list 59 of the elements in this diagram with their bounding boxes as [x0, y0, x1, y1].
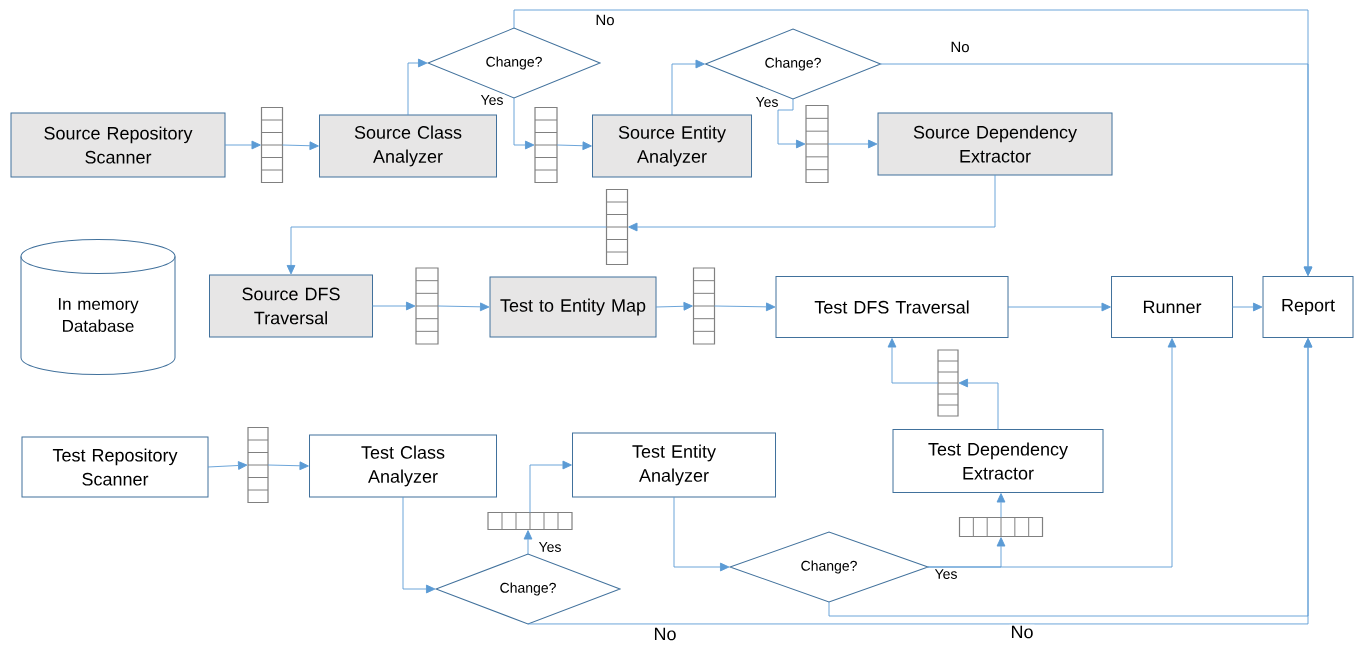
process-box: Test Repository Scanner — [21, 436, 209, 498]
process-box: Test Dependency Extractor — [892, 429, 1104, 493]
queue — [534, 106, 558, 184]
arrow — [402, 496, 436, 594]
edge-label: No — [949, 40, 971, 54]
edge-label: Yes — [479, 94, 505, 106]
edge-label: No — [652, 626, 678, 642]
queue — [958, 516, 1044, 538]
arrow — [282, 141, 319, 151]
arrow — [673, 496, 730, 572]
process-box: Test Class Analyzer — [309, 434, 497, 498]
database-cylinder: In memory Database — [20, 239, 176, 375]
arrow — [207, 461, 248, 470]
arrow — [880, 63, 1313, 276]
process-box: Test Entity Analyzer — [572, 432, 776, 498]
arrow — [529, 460, 572, 513]
arrow — [224, 140, 261, 150]
arrow — [655, 301, 693, 311]
queue — [692, 267, 716, 345]
process-box: Source Repository Scanner — [10, 112, 226, 178]
arrow — [407, 58, 428, 116]
arrow — [958, 378, 999, 430]
edge-label: Yes — [537, 541, 563, 553]
arrow — [996, 493, 1006, 518]
arrow — [671, 59, 705, 116]
queue — [805, 104, 829, 184]
edge-label: Yes — [933, 568, 959, 580]
queue — [247, 426, 269, 504]
process-box: Test DFS Traversal — [775, 276, 1009, 338]
process-box: Runner — [1111, 276, 1233, 338]
arrow — [714, 302, 776, 312]
arrow — [267, 461, 309, 471]
arrow — [437, 302, 490, 312]
process-box: Report — [1262, 276, 1354, 338]
arrow — [777, 98, 806, 149]
arrow — [286, 226, 607, 275]
queue — [937, 349, 959, 417]
process-box: Source Entity Analyzer — [592, 114, 752, 178]
edge-label: No — [594, 13, 616, 27]
arrow — [513, 97, 535, 150]
arrow — [556, 141, 592, 151]
queue — [487, 511, 573, 531]
arrow — [1232, 302, 1263, 312]
arrow — [628, 174, 996, 232]
process-box: Source Class Analyzer — [319, 114, 497, 178]
arrow — [372, 301, 416, 311]
process-box: Source Dependency Extractor — [877, 112, 1113, 176]
node-label: In memory Database — [58, 298, 139, 332]
process-box: Source DFS Traversal — [209, 274, 373, 338]
arrow — [827, 139, 878, 149]
arrow — [523, 530, 533, 555]
arrow — [828, 338, 1313, 617]
arrow — [927, 338, 1177, 568]
queue — [415, 267, 439, 345]
queue — [605, 188, 629, 266]
queue — [260, 106, 284, 184]
arrow — [1007, 302, 1111, 312]
process-box: Test to Entity Map — [489, 276, 657, 338]
arrow — [887, 338, 939, 384]
